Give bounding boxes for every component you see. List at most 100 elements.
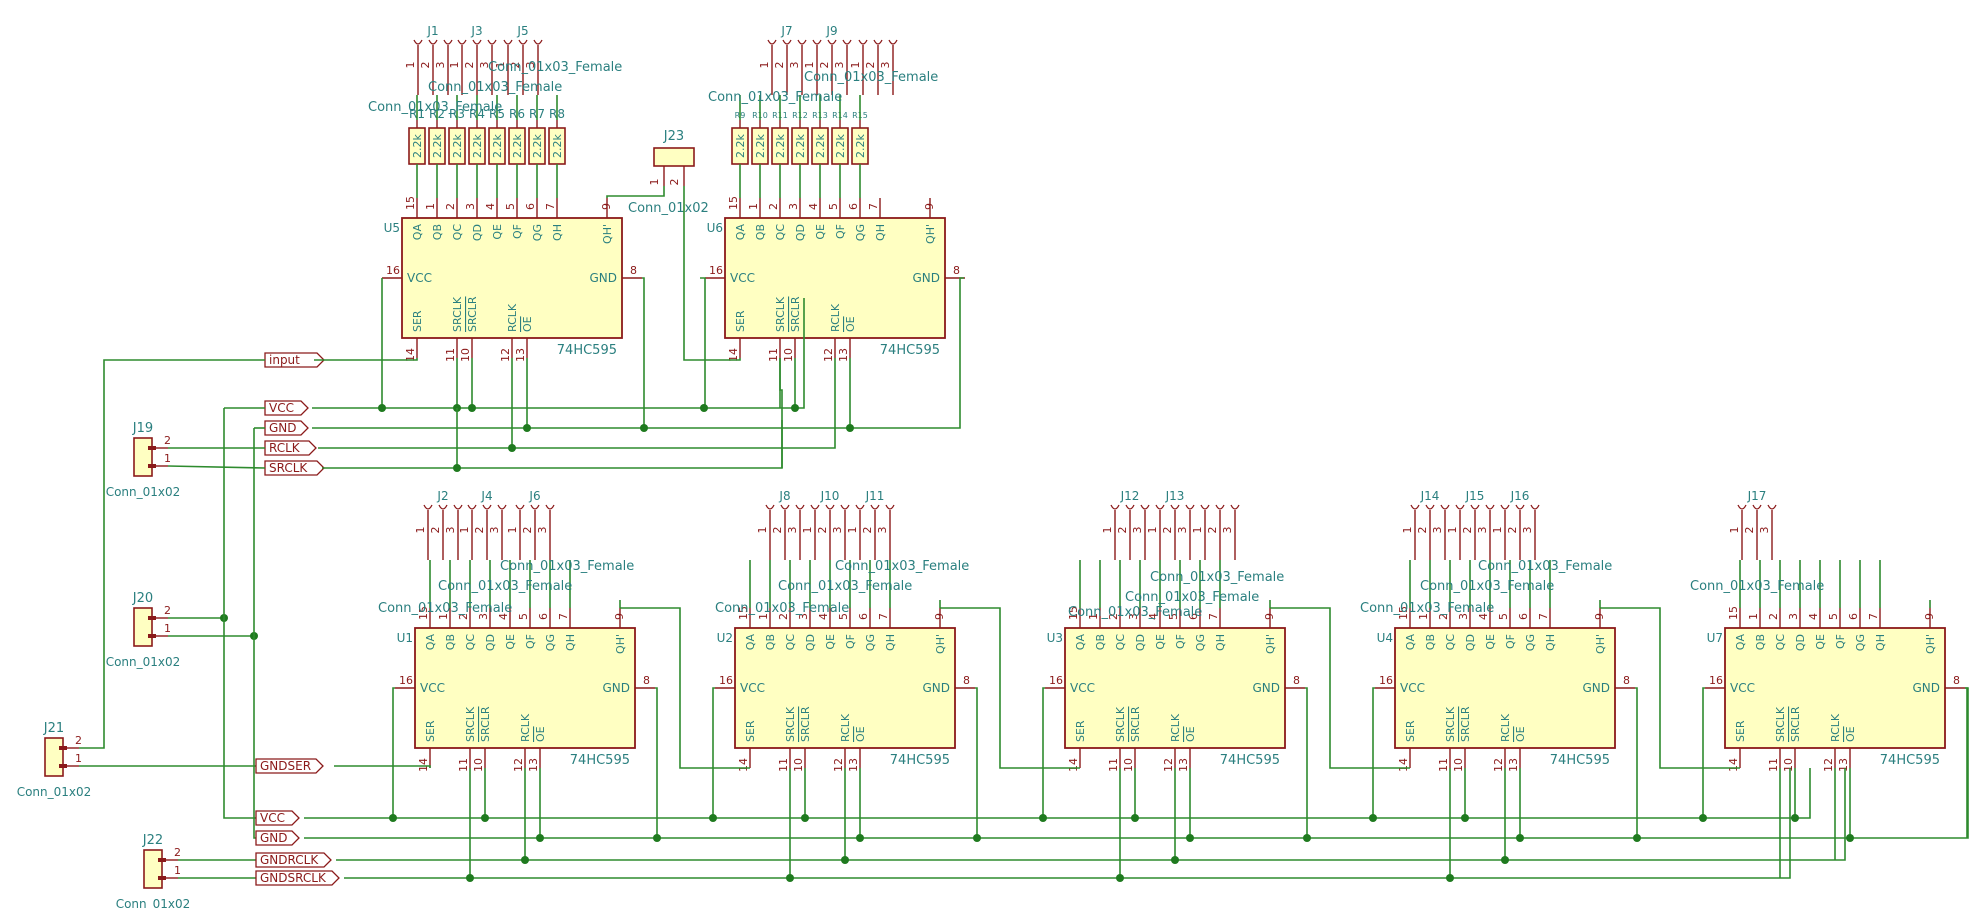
pin-number: 10	[1122, 758, 1135, 772]
socket-mark	[1530, 504, 1540, 510]
pin-number: 11	[457, 758, 470, 772]
pin-number: 12	[832, 758, 845, 772]
connector-ref: J19	[132, 421, 153, 436]
socket-mark	[1440, 504, 1450, 510]
socket-mark	[767, 39, 777, 45]
pin-number: 3	[536, 527, 549, 534]
pin-name: GND	[912, 271, 940, 285]
pin-number: 2	[444, 203, 457, 210]
pin-name: QE	[491, 224, 504, 240]
pin-number: 3	[1758, 527, 1771, 534]
junction-dot	[1171, 856, 1179, 864]
wire	[312, 298, 805, 409]
wire	[1372, 687, 1375, 818]
label-text: Conn_01x03_Female	[778, 579, 912, 594]
resistor-value: 2.2k	[754, 133, 767, 157]
socket-mark	[855, 504, 865, 510]
ic-ref-label: U6	[707, 221, 723, 235]
wire	[655, 687, 658, 838]
pin-name: OE	[1184, 726, 1197, 742]
connector-ref: J13	[1165, 489, 1185, 503]
wire	[318, 358, 836, 449]
pin-name: SRCLK	[1114, 706, 1127, 742]
pin-name: SER	[1734, 720, 1747, 742]
pin-name: QE	[824, 634, 837, 650]
pin-number: 1	[174, 864, 181, 877]
pin-number: 5	[827, 203, 840, 210]
wire	[1635, 687, 1638, 838]
wire	[336, 768, 1846, 861]
ic-ref-label: U1	[397, 631, 413, 645]
junction-dot	[1846, 834, 1854, 842]
net-flag	[255, 758, 324, 774]
pin-number: 13	[1177, 758, 1190, 772]
pin-name: SRCLR	[789, 296, 802, 332]
pin-number: 2	[429, 527, 442, 534]
pin-number: 5	[1497, 613, 1510, 620]
net-label-vcc: VCC	[264, 400, 309, 416]
junction-dot	[801, 814, 809, 822]
pin-name: QG	[864, 634, 877, 651]
pin-name: QG	[1194, 634, 1207, 651]
pin-name: QH'	[934, 634, 947, 654]
socket-mark	[1410, 504, 1420, 510]
pin-name: QH	[884, 634, 897, 651]
pin-number: 10	[792, 758, 805, 772]
pin-number: 2	[1116, 527, 1129, 534]
pin-number: 12	[1822, 758, 1835, 772]
pin-name: QH'	[1924, 634, 1937, 654]
socket-mark	[518, 39, 528, 45]
connector-ref: J9	[825, 24, 837, 38]
socket-mark	[1485, 504, 1495, 510]
pin-name: GND	[1252, 681, 1280, 695]
connector-ref: J4	[480, 489, 492, 503]
wire	[304, 768, 1811, 819]
pin-number: 1	[494, 62, 507, 69]
socket-mark	[530, 504, 540, 510]
pin-number: 15	[1067, 606, 1080, 620]
resistor-value: 2.2k	[471, 133, 484, 157]
pin-number: 11	[444, 348, 457, 362]
pin-number: 4	[807, 203, 820, 210]
pin-number: 3	[1431, 527, 1444, 534]
pin-number: 2	[1107, 613, 1120, 620]
pin-number: 2	[1767, 613, 1780, 620]
pin-number: 12	[822, 348, 835, 362]
pin-number: 11	[777, 758, 790, 772]
pin-number: 7	[877, 613, 890, 620]
connector-ref: J11	[865, 489, 885, 503]
pin-number: 3	[787, 203, 800, 210]
pin-number: 1	[846, 527, 859, 534]
wire	[344, 768, 1791, 879]
junction-dot	[389, 814, 397, 822]
pin-name: VCC	[407, 271, 432, 285]
pin-number: 7	[557, 613, 570, 620]
socket-mark	[428, 39, 438, 45]
pin-number: 15	[727, 196, 740, 210]
pin-number: 8	[1953, 674, 1960, 687]
pin-number: 2	[771, 527, 784, 534]
net-label-gndrclk: GNDRCLK	[255, 852, 332, 868]
pin-name: QA	[1404, 634, 1417, 651]
socket-mark	[453, 504, 463, 510]
pin-number: 1	[849, 62, 862, 69]
pin-number: 1	[458, 527, 471, 534]
pin-name: QF	[1174, 634, 1187, 649]
pin-number: 10	[472, 758, 485, 772]
pin-name: QB	[1754, 634, 1767, 650]
pin-name: SER	[411, 310, 424, 332]
pin-number: 3	[477, 613, 490, 620]
pin-number: 15	[417, 606, 430, 620]
pin-number: 2	[164, 434, 171, 447]
net-label-gnd: GND	[255, 830, 300, 846]
pin-name: QD	[484, 634, 497, 651]
wire	[314, 358, 418, 361]
pin-number: 6	[847, 203, 860, 210]
connector-ref: J20	[132, 591, 153, 606]
